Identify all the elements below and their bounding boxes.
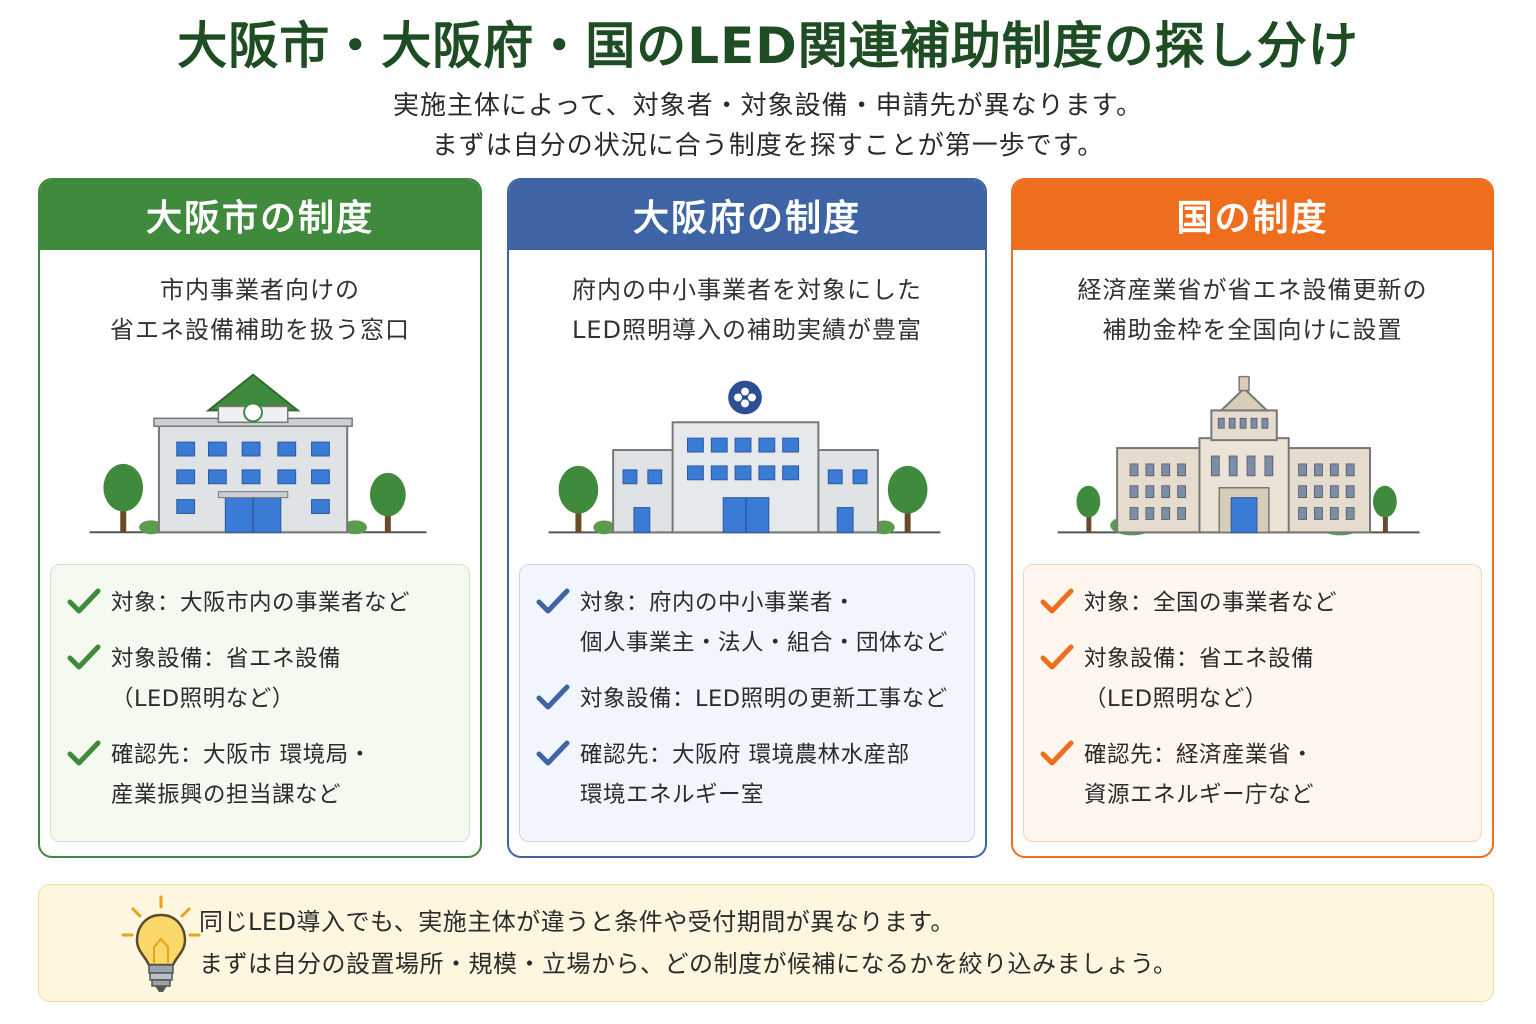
desc-line: LED照明導入の補助実績が豊富 <box>571 316 922 344</box>
card-national: 国の制度 経済産業省が省エネ設備更新の 補助金枠を全国向けに設置 <box>1011 178 1494 858</box>
point-item: 対象設備：省エネ設備 （LED照明など） <box>67 639 459 719</box>
tip-line: 同じLED導入でも、実施主体が違うと条件や受付期間が異なります。 <box>199 908 955 936</box>
card-heading: 大阪市の制度 <box>40 180 480 250</box>
diet-building-illustration <box>1057 375 1420 536</box>
point-text: 対象設備：省エネ設備 （LED照明など） <box>1084 646 1315 712</box>
point-item: 対象：大阪市内の事業者など <box>67 583 459 623</box>
point-item: 確認先：大阪府 環境農林水産部 環境エネルギー室 <box>536 735 964 815</box>
check-icon <box>1040 644 1074 670</box>
check-icon <box>536 588 570 614</box>
point-text: 対象：府内の中小事業者・ 個人事業主・法人・組合・団体など <box>580 590 949 656</box>
card-heading: 大阪府の制度 <box>509 180 985 250</box>
check-icon <box>1040 740 1074 766</box>
check-icon <box>67 740 101 766</box>
card-points: 対象：全国の事業者など 対象設備：省エネ設備 （LED照明など） 確認先：経済産… <box>1023 564 1482 842</box>
subtitle-line: まずは自分の状況に合う制度を探すことが第一歩です。 <box>431 131 1105 161</box>
point-text: 確認先：経済産業省・ 資源エネルギー庁など <box>1084 742 1315 808</box>
tip-note: 同じLED導入でも、実施主体が違うと条件や受付期間が異なります。 まずは自分の設… <box>38 884 1494 1002</box>
check-icon <box>1040 588 1074 614</box>
desc-line: 補助金枠を全国向けに設置 <box>1102 316 1403 344</box>
card-description: 府内の中小事業者を対象にした LED照明導入の補助実績が豊富 <box>509 270 985 350</box>
check-icon <box>536 684 570 710</box>
check-icon <box>536 740 570 766</box>
point-item: 対象設備：省エネ設備 （LED照明など） <box>1040 639 1471 719</box>
check-icon <box>67 644 101 670</box>
point-text: 対象設備：省エネ設備 （LED照明など） <box>111 646 342 712</box>
subtitle-line: 実施主体によって、対象者・対象設備・申請先が異なります。 <box>392 91 1144 121</box>
point-item: 対象設備：LED照明の更新工事など <box>536 679 964 719</box>
desc-line: 省エネ設備補助を扱う窓口 <box>110 316 410 344</box>
tip-line: まずは自分の設置場所・規模・立場から、どの制度が候補になるかを絞り込みましょう。 <box>199 950 1178 978</box>
lightbulb-icon <box>121 895 201 992</box>
card-heading: 国の制度 <box>1013 180 1492 250</box>
point-text: 対象設備：LED照明の更新工事など <box>580 686 948 712</box>
point-text: 対象：大阪市内の事業者など <box>111 590 411 616</box>
point-text: 確認先：大阪市 環境局・ 産業振興の担当課など <box>111 742 372 808</box>
card-description: 経済産業省が省エネ設備更新の 補助金枠を全国向けに設置 <box>1013 270 1492 350</box>
card-points: 対象：大阪市内の事業者など 対象設備：省エネ設備 （LED照明など） 確認先：大… <box>50 564 470 842</box>
point-text: 確認先：大阪府 環境農林水産部 環境エネルギー室 <box>580 742 910 808</box>
card-osaka-prefecture: 大阪府の制度 府内の中小事業者を対象にした LED照明導入の補助実績が豊富 <box>507 178 987 858</box>
point-item: 確認先：大阪市 環境局・ 産業振興の担当課など <box>67 735 459 815</box>
point-text: 対象：全国の事業者など <box>1084 590 1338 616</box>
tip-text: 同じLED導入でも、実施主体が違うと条件や受付期間が異なります。 まずは自分の設… <box>199 901 1178 985</box>
check-icon <box>67 588 101 614</box>
page-subtitle: 実施主体によって、対象者・対象設備・申請先が異なります。 まずは自分の状況に合う… <box>0 86 1536 166</box>
card-points: 対象：府内の中小事業者・ 個人事業主・法人・組合・団体など 対象設備：LED照明… <box>519 564 975 842</box>
point-item: 対象：府内の中小事業者・ 個人事業主・法人・組合・団体など <box>536 583 964 663</box>
point-item: 対象：全国の事業者など <box>1040 583 1471 623</box>
desc-line: 経済産業省が省エネ設備更新の <box>1077 276 1428 304</box>
prefectural-office-illustration <box>548 380 941 535</box>
desc-line: 市内事業者向けの <box>160 276 360 304</box>
city-hall-illustration <box>89 373 427 535</box>
point-item: 確認先：経済産業省・ 資源エネルギー庁など <box>1040 735 1471 815</box>
page-title: 大阪市・大阪府・国のLED関連補助制度の探し分け <box>177 17 1359 75</box>
desc-line: 府内の中小事業者を対象にした <box>572 276 922 304</box>
card-description: 市内事業者向けの 省エネ設備補助を扱う窓口 <box>40 270 480 350</box>
card-osaka-city: 大阪市の制度 市内事業者向けの 省エネ設備補助を扱う窓口 対象：大阪市内の事業者… <box>38 178 482 858</box>
